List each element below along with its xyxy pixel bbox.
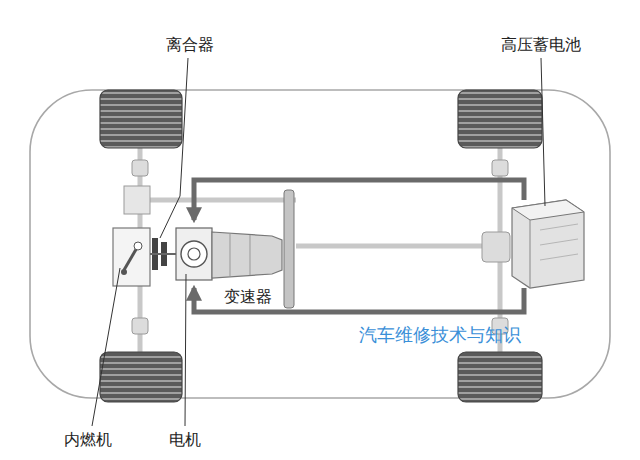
wheels — [100, 90, 542, 402]
part-label: 内燃机 — [64, 430, 112, 450]
transmission — [212, 190, 294, 308]
part-label: 变速器 — [224, 287, 272, 307]
high-voltage-battery — [512, 200, 584, 288]
part-label: 电机 — [169, 430, 201, 450]
part-label: 离合器 — [166, 35, 214, 55]
cv-joints — [124, 160, 510, 334]
energy-flow-arrows — [194, 180, 524, 312]
electric-motor — [176, 228, 212, 280]
leader-lines — [92, 58, 545, 426]
part-label: 高压蓄电池 — [501, 35, 581, 55]
clutch — [150, 238, 176, 270]
watermark: 汽车维修技术与知识 — [359, 324, 521, 346]
